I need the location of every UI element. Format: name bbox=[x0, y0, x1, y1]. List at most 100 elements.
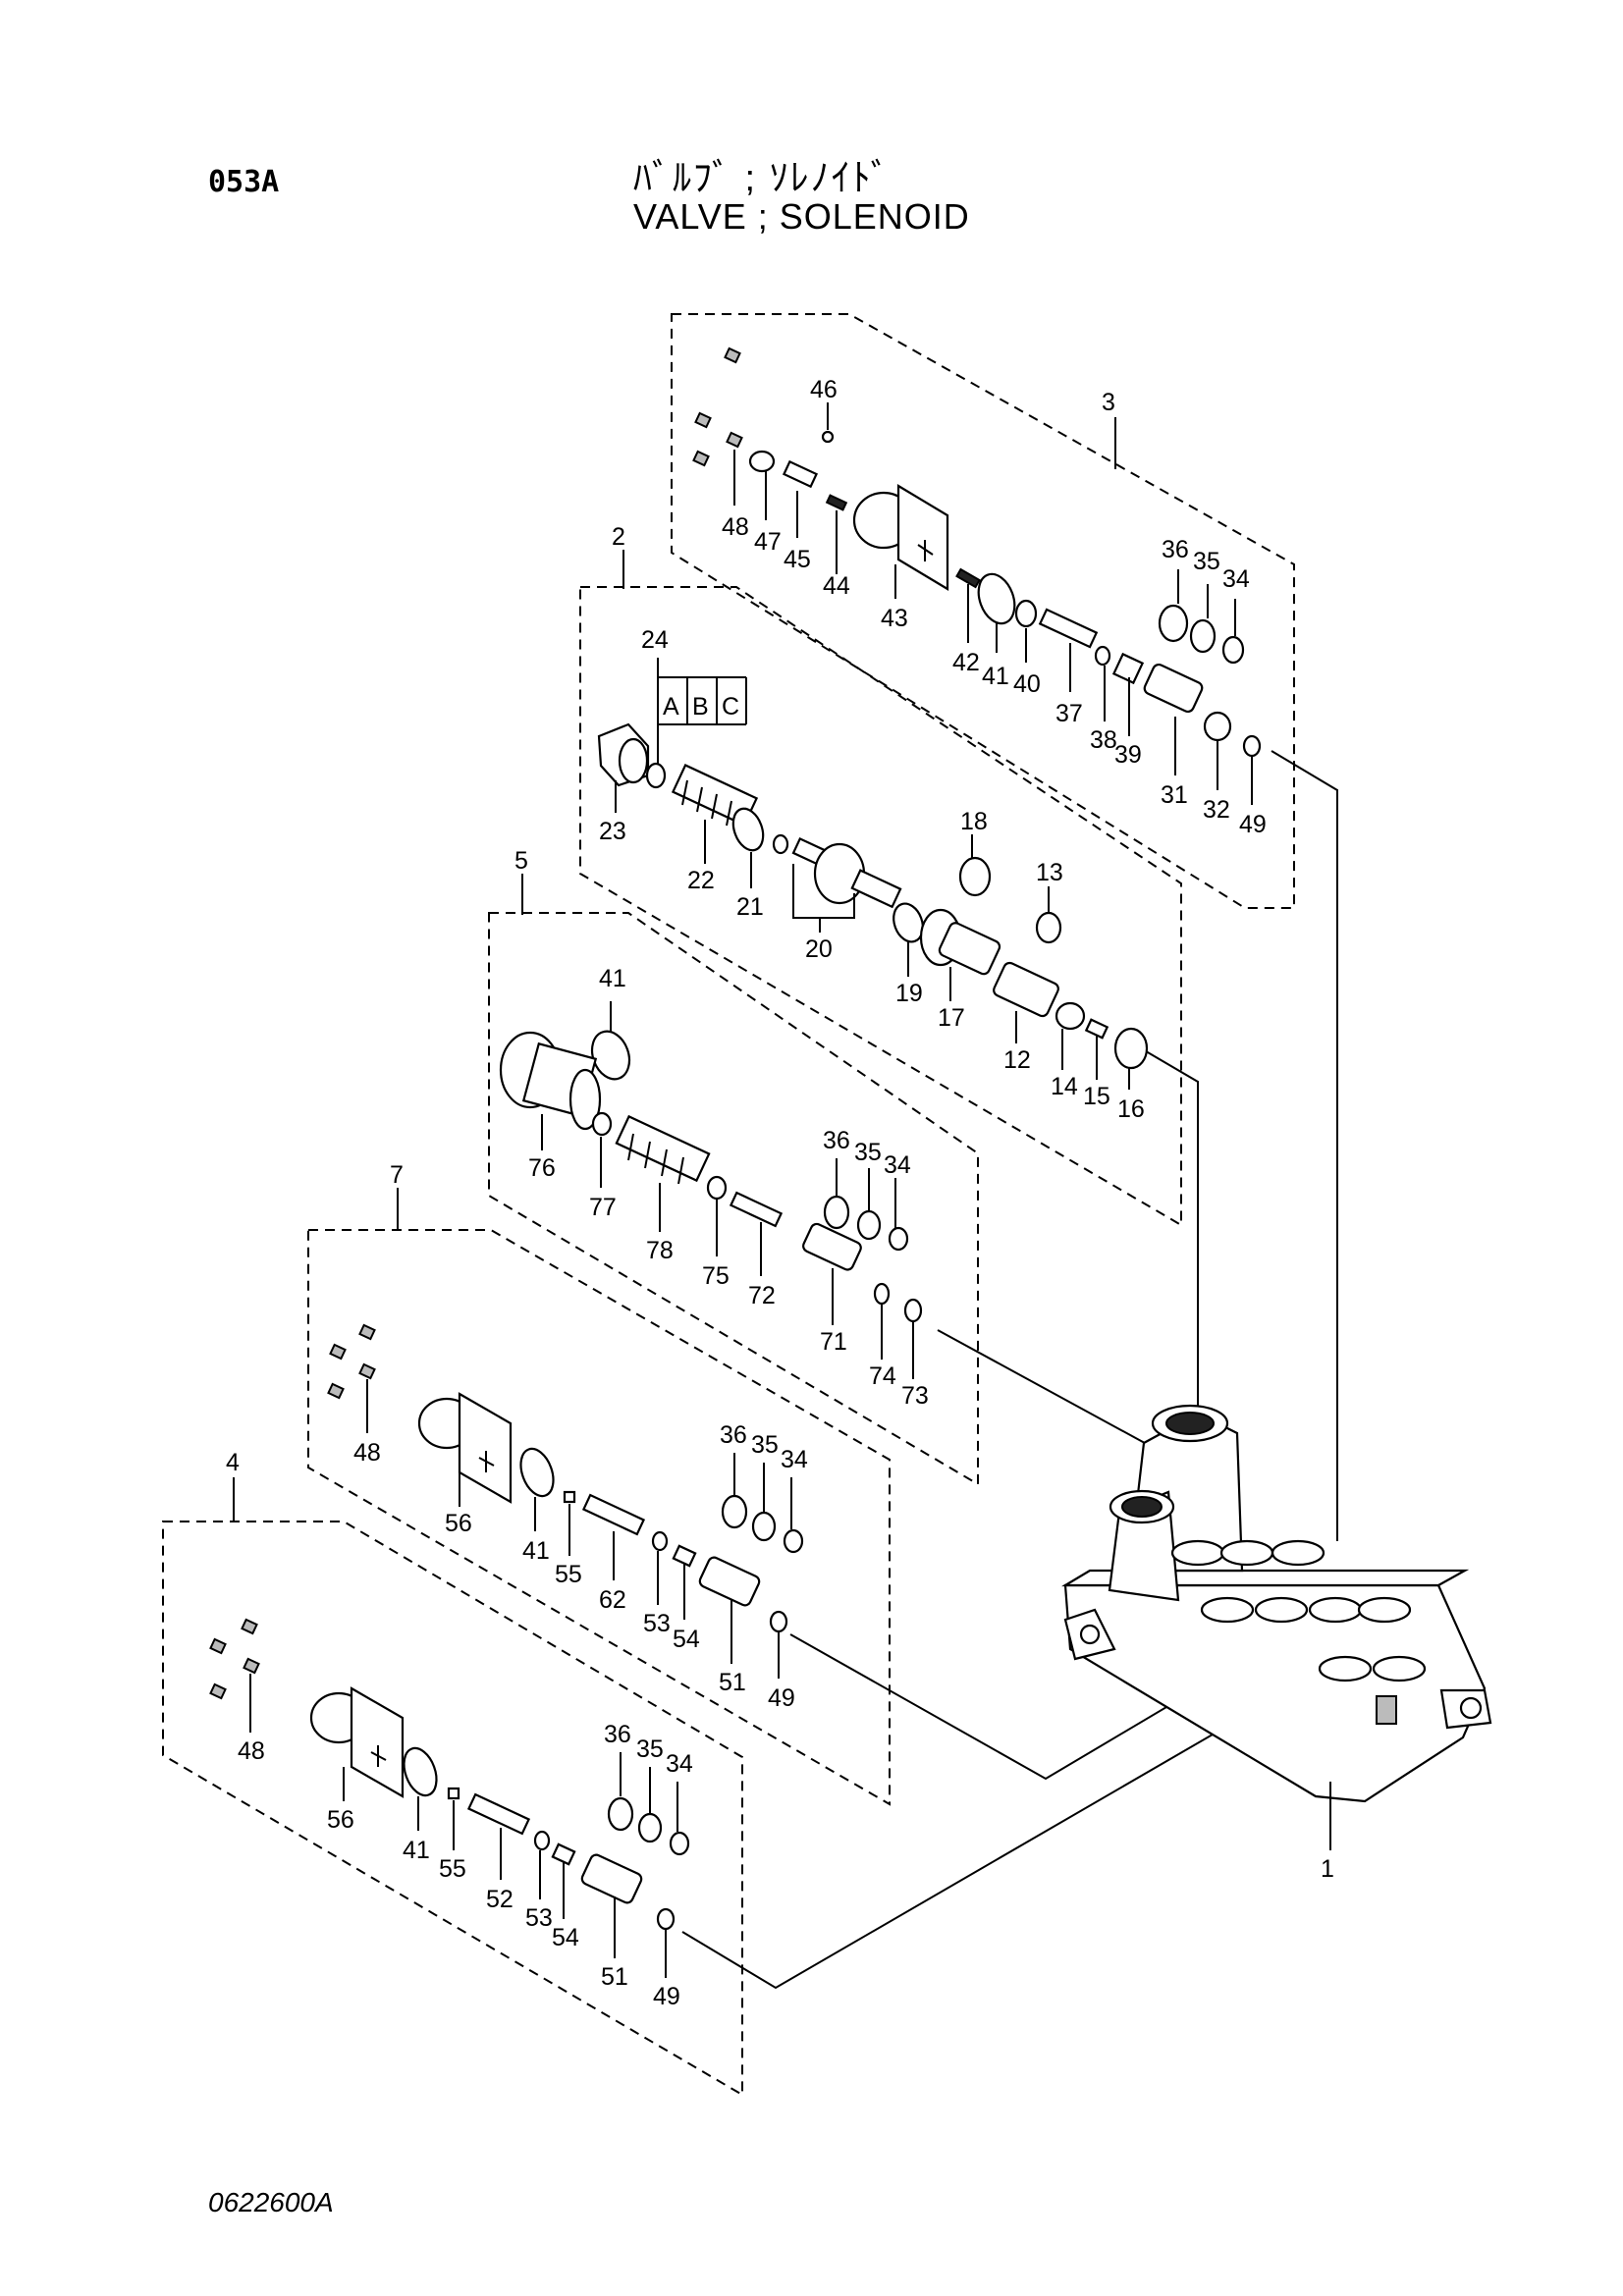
small-ring-icon bbox=[1094, 645, 1111, 667]
piston-icon bbox=[993, 961, 1059, 1018]
callout-19: 19 bbox=[895, 980, 923, 1007]
callout-41: 41 bbox=[403, 1837, 430, 1864]
o-ring-icon bbox=[607, 1796, 634, 1832]
callout-44: 44 bbox=[823, 572, 850, 600]
callout-21: 21 bbox=[736, 893, 764, 921]
callout-53: 53 bbox=[643, 1610, 671, 1637]
connector-line bbox=[1140, 1047, 1199, 1423]
callout-34: 34 bbox=[1222, 565, 1250, 593]
pin-icon bbox=[782, 459, 819, 489]
pin-icon bbox=[563, 1490, 576, 1504]
washer-icon bbox=[591, 1111, 613, 1137]
drawing-number: 0622600A bbox=[208, 2187, 334, 2217]
callout-73: 73 bbox=[901, 1382, 929, 1410]
connector-line bbox=[681, 1648, 1361, 1990]
assembly-4-parts bbox=[209, 1618, 690, 1978]
o-ring-icon bbox=[1242, 734, 1262, 758]
callout-36: 36 bbox=[1162, 536, 1189, 563]
o-ring-icon bbox=[958, 856, 992, 897]
o-ring-icon bbox=[669, 1831, 690, 1856]
spring-icon bbox=[615, 1114, 711, 1185]
callout-35: 35 bbox=[751, 1431, 779, 1459]
o-ring-icon bbox=[519, 1447, 555, 1498]
callout-38: 38 bbox=[1090, 726, 1117, 754]
small-ring-icon bbox=[651, 1530, 669, 1552]
variant-table bbox=[657, 658, 747, 775]
callout-55: 55 bbox=[555, 1561, 582, 1588]
o-ring-icon bbox=[769, 1610, 788, 1633]
sleeve-icon bbox=[580, 1853, 643, 1904]
o-ring-icon bbox=[903, 1298, 923, 1323]
cylinder-icon bbox=[499, 1031, 602, 1131]
small-ring-icon bbox=[772, 833, 789, 855]
callout-24: 24 bbox=[641, 626, 669, 654]
callout-47: 47 bbox=[754, 528, 782, 556]
callout-54: 54 bbox=[673, 1626, 700, 1653]
connector-line bbox=[1271, 750, 1338, 1541]
collar-icon bbox=[748, 450, 776, 473]
o-ring-icon bbox=[637, 1812, 663, 1843]
assembly-7-parts bbox=[327, 1323, 804, 1679]
callout-2: 2 bbox=[612, 523, 625, 551]
callout-35: 35 bbox=[854, 1139, 882, 1166]
callout-49: 49 bbox=[768, 1684, 795, 1712]
pin-icon bbox=[955, 567, 981, 589]
screw-icon bbox=[209, 1618, 260, 1700]
spring-icon bbox=[672, 1544, 697, 1568]
callout-77: 77 bbox=[589, 1194, 617, 1221]
callout-52: 52 bbox=[486, 1886, 514, 1913]
variant-a: A bbox=[663, 693, 679, 721]
callout-17: 17 bbox=[938, 1004, 965, 1032]
o-ring-icon bbox=[823, 1195, 850, 1230]
callout-23: 23 bbox=[599, 818, 626, 845]
callout-39: 39 bbox=[1114, 741, 1142, 769]
callout-48: 48 bbox=[353, 1439, 381, 1467]
assembly-2-boundary bbox=[579, 586, 1182, 1227]
callout-14: 14 bbox=[1051, 1073, 1078, 1100]
assembly-5-parts bbox=[499, 1001, 923, 1379]
callout-41: 41 bbox=[522, 1537, 550, 1565]
callout-49: 49 bbox=[653, 1983, 680, 2010]
callout-48: 48 bbox=[722, 513, 749, 541]
spring-icon bbox=[1111, 652, 1145, 685]
assembly-4-boundary bbox=[162, 1521, 743, 2097]
title-japanese: ﾊﾞﾙﾌﾞ ; ｿﾚﾉｲﾄﾞ bbox=[633, 158, 892, 199]
o-ring-icon bbox=[1158, 604, 1189, 643]
callout-53: 53 bbox=[525, 1904, 553, 1932]
callout-62: 62 bbox=[599, 1586, 626, 1614]
solenoid-coil-icon bbox=[309, 1686, 405, 1798]
callout-78: 78 bbox=[646, 1237, 674, 1264]
spool-icon bbox=[581, 1493, 646, 1536]
callout-1: 1 bbox=[1321, 1855, 1334, 1883]
sleeve-icon bbox=[802, 1222, 862, 1271]
callout-13: 13 bbox=[1036, 859, 1063, 886]
main-valve-body bbox=[1061, 1404, 1492, 1803]
sleeve-icon bbox=[1143, 663, 1204, 714]
callout-49: 49 bbox=[1239, 811, 1267, 838]
washer-icon bbox=[645, 762, 667, 789]
callout-20: 20 bbox=[805, 935, 833, 963]
callout-51: 51 bbox=[601, 1963, 628, 1991]
title-english: VALVE ; SOLENOID bbox=[633, 196, 970, 237]
callout-5: 5 bbox=[514, 847, 528, 875]
o-ring-icon bbox=[656, 1907, 676, 1931]
spool-icon bbox=[791, 836, 902, 909]
callout-15: 15 bbox=[1083, 1083, 1110, 1110]
callout-12: 12 bbox=[1003, 1046, 1031, 1074]
small-ring-icon bbox=[533, 1830, 551, 1851]
assembly-3-parts bbox=[692, 347, 1262, 805]
callout-16: 16 bbox=[1117, 1095, 1145, 1123]
callout-42: 42 bbox=[952, 649, 980, 676]
callout-35: 35 bbox=[636, 1735, 664, 1763]
o-ring-icon bbox=[751, 1511, 777, 1542]
callout-51: 51 bbox=[719, 1669, 746, 1696]
variant-b: B bbox=[692, 693, 709, 721]
assembly-7-boundary bbox=[307, 1229, 891, 1806]
o-ring-icon bbox=[977, 572, 1016, 625]
washer-icon bbox=[706, 1175, 728, 1201]
connector-line bbox=[937, 1329, 1155, 1449]
callout-34: 34 bbox=[781, 1446, 808, 1473]
callout-43: 43 bbox=[881, 605, 908, 632]
